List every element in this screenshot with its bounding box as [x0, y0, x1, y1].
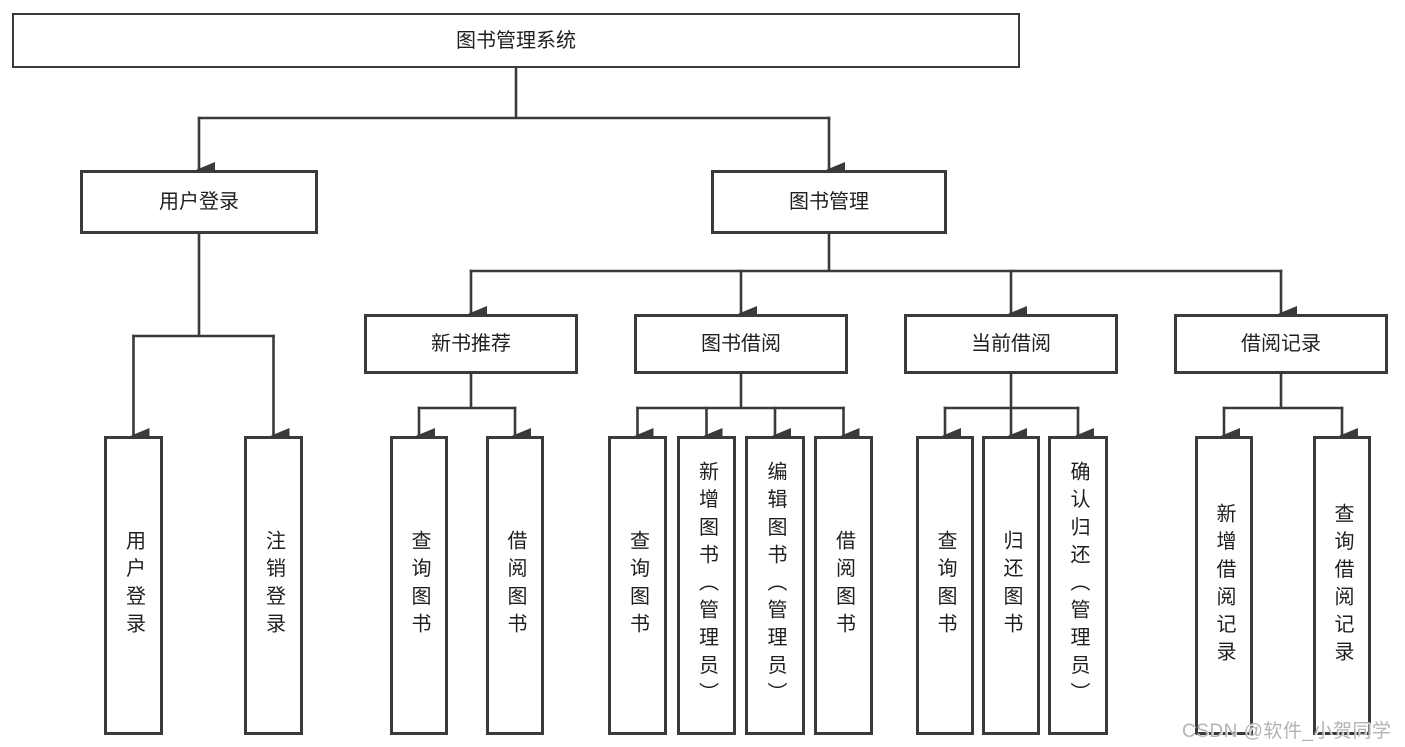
leaf-borrow-borrow-book: 借阅图书	[814, 436, 873, 735]
leaf-borrow-borrow-book-label: 借阅图书	[832, 530, 855, 641]
leaf-records-query-record: 查询借阅记录	[1313, 436, 1371, 735]
leaf-borrow-add-book-admin: 新增图书（管理员）	[677, 436, 736, 735]
leaf-borrow-query-book-label: 查询图书	[626, 530, 649, 641]
edge-root-branch	[197, 66, 831, 120]
node-book-borrowing: 图书借阅	[634, 314, 848, 374]
node-current-borrowing: 当前借阅	[904, 314, 1118, 374]
node-user-login: 用户登录	[80, 170, 318, 234]
watermark: CSDN @软件_小贺同学	[1182, 721, 1392, 742]
leaf-current-confirm-return-admin-label: 确认归还（管理员）	[1067, 461, 1089, 710]
edge-borrowing-records-branch	[1222, 372, 1344, 410]
node-user-login-label: 用户登录	[159, 191, 239, 213]
leaf-records-query-record-label: 查询借阅记录	[1331, 502, 1353, 669]
edge-book-management-branch	[469, 232, 1283, 273]
node-current-borrowing-label: 当前借阅	[971, 333, 1051, 355]
node-root-label: 图书管理系统	[456, 29, 576, 52]
edge-current-borrowing-branch	[943, 372, 1080, 410]
leaf-recommend-borrow-book-label: 借阅图书	[504, 530, 526, 641]
leaf-current-query-book-label: 查询图书	[934, 530, 956, 641]
leaf-borrow-edit-book-admin: 编辑图书（管理员）	[745, 436, 805, 735]
node-book-borrowing-label: 图书借阅	[701, 333, 781, 355]
leaf-current-query-book: 查询图书	[916, 436, 974, 735]
leaf-current-return-book-label: 归还图书	[1000, 530, 1022, 641]
edge-book-borrowing-branch	[636, 372, 845, 410]
leaf-user-login-label: 用户登录	[122, 530, 145, 641]
node-book-management: 图书管理	[711, 170, 947, 234]
leaf-records-add-record-label: 新增借阅记录	[1213, 502, 1235, 669]
leaf-current-confirm-return-admin: 确认归还（管理员）	[1048, 436, 1108, 735]
edge-new-book-recommend-branch	[417, 372, 517, 410]
node-borrowing-records-label: 借阅记录	[1241, 333, 1321, 355]
leaf-records-add-record: 新增借阅记录	[1195, 436, 1253, 735]
node-book-management-label: 图书管理	[789, 191, 869, 213]
node-new-book-recommend-label: 新书推荐	[431, 333, 511, 355]
leaf-logout-login: 注销登录	[244, 436, 303, 735]
leaf-recommend-query-book-label: 查询图书	[408, 530, 430, 641]
leaf-borrow-add-book-admin-label: 新增图书（管理员）	[695, 461, 718, 710]
leaf-recommend-query-book: 查询图书	[390, 436, 448, 735]
leaf-borrow-query-book: 查询图书	[608, 436, 667, 735]
node-root: 图书管理系统	[12, 13, 1020, 68]
leaf-borrow-edit-book-admin-label: 编辑图书（管理员）	[764, 461, 786, 710]
node-borrowing-records: 借阅记录	[1174, 314, 1388, 374]
leaf-user-login: 用户登录	[104, 436, 163, 735]
node-new-book-recommend: 新书推荐	[364, 314, 578, 374]
leaf-recommend-borrow-book: 借阅图书	[486, 436, 544, 735]
leaf-logout-login-label: 注销登录	[262, 530, 285, 641]
leaf-current-return-book: 归还图书	[982, 436, 1040, 735]
edge-user-login-branch	[132, 232, 275, 338]
